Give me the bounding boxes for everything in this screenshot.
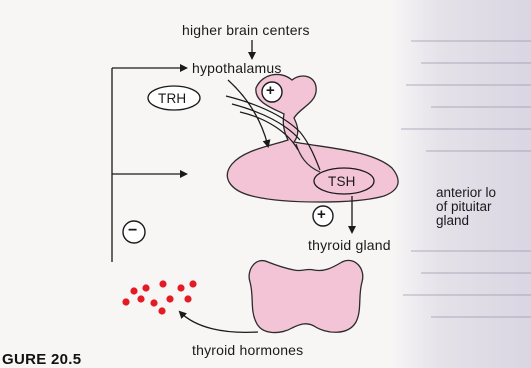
- label-anterior-lobe: anterior lo of pituitar gland: [436, 186, 496, 228]
- hormone-dot: [150, 299, 157, 306]
- label-anterior-lobe-line-1: anterior lo: [436, 186, 496, 200]
- hormone-dot: [177, 284, 184, 291]
- label-trh: TRH: [158, 91, 186, 107]
- hormone-dot: [166, 295, 173, 302]
- plus-sign-pituitary: +: [317, 207, 326, 223]
- hormone-dot: [158, 307, 165, 314]
- plus-sign-hypothalamus: +: [266, 83, 275, 99]
- figure-caption: GURE 20.5: [2, 351, 81, 368]
- arrow-hormones-feedback: [180, 312, 258, 332]
- label-higher-brain-centers: higher brain centers: [182, 22, 310, 38]
- label-tsh: TSH: [328, 174, 356, 190]
- hormone-dot: [142, 284, 149, 291]
- hormone-dot: [137, 295, 144, 302]
- hormone-dot: [184, 295, 191, 302]
- label-hypothalamus: hypothalamus: [192, 60, 282, 76]
- label-thyroid-hormones: thyroid hormones: [192, 342, 303, 358]
- minus-sign: −: [128, 223, 138, 239]
- thyroid-gland-shape: [249, 260, 363, 332]
- label-thyroid-gland: thyroid gland: [308, 237, 391, 253]
- thyroid-hormone-dots: [122, 280, 196, 314]
- label-anterior-lobe-line-2: of pituitar: [436, 200, 496, 214]
- hormone-dot: [122, 298, 129, 305]
- hormone-dot: [189, 280, 196, 287]
- label-anterior-lobe-line-3: gland: [436, 214, 496, 228]
- hormone-dot: [159, 280, 166, 287]
- hormone-dot: [130, 287, 137, 294]
